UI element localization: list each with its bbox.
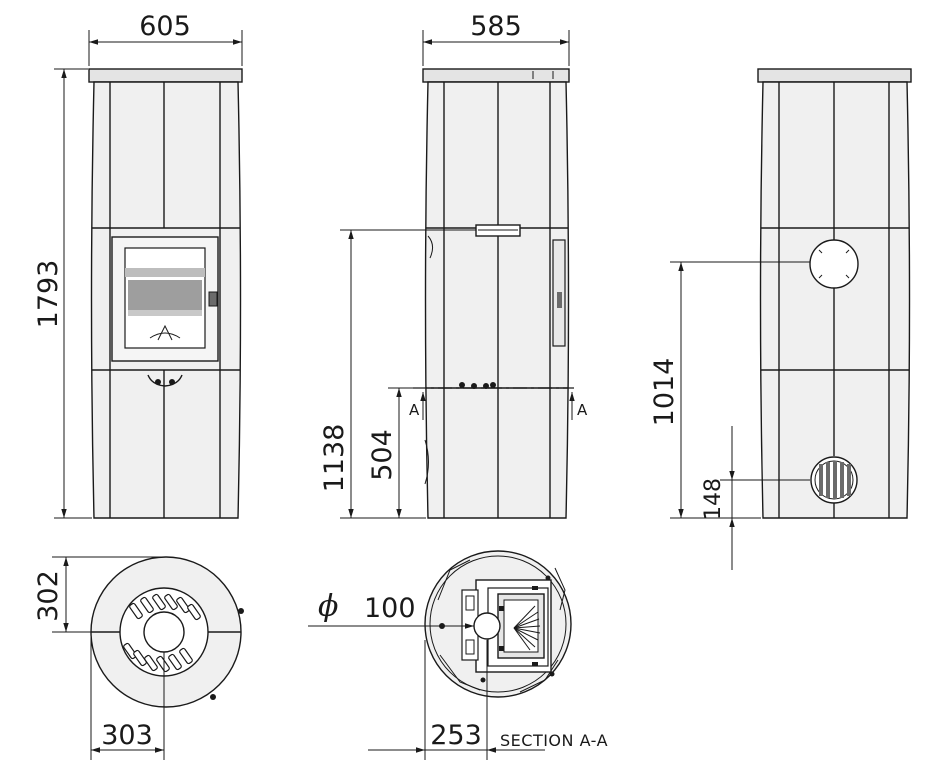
front-top-cap: [88, 68, 243, 83]
ash-handle: [147, 374, 183, 387]
front-view: 605 1793: [33, 11, 243, 519]
section-marker-right: A: [577, 401, 588, 419]
section-flue: [473, 612, 501, 640]
door-handle: [208, 291, 218, 307]
rear-stove-body: [759, 81, 911, 519]
top-view: 302 303: [33, 556, 244, 760]
flue-diameter-value: 100: [364, 593, 416, 624]
top-offset-dim: 303: [101, 720, 153, 751]
section-marker-left: A: [409, 401, 420, 419]
rear-view: 1014 148: [649, 68, 912, 570]
rear-flue-outlet: [809, 239, 859, 289]
front-height-dim: 1793: [33, 260, 64, 329]
section-label: SECTION A-A: [500, 731, 608, 750]
side-view: A A 585 1138 504: [319, 11, 588, 519]
section-offset-dim: 253: [430, 720, 482, 751]
top-grill-slots: [123, 593, 201, 673]
side-section-height-dim: 504: [367, 429, 398, 481]
top-flue-collar: [143, 611, 185, 653]
side-stove-body: [424, 81, 570, 519]
side-top-cap: [422, 68, 570, 83]
top-depth-dim: 302: [33, 570, 64, 622]
rear-outlet-height-dim: 1014: [649, 358, 680, 427]
side-width-dim: 585: [470, 11, 522, 42]
side-height-dim: 1138: [319, 424, 350, 493]
front-width-dim: 605: [139, 11, 191, 42]
rear-top-cap: [757, 68, 912, 83]
rear-inlet-height-dim: 148: [701, 478, 726, 520]
section-view: ϕ 100 253 SECTION A-A: [308, 550, 608, 760]
flue-diameter-symbol: ϕ: [318, 589, 338, 624]
